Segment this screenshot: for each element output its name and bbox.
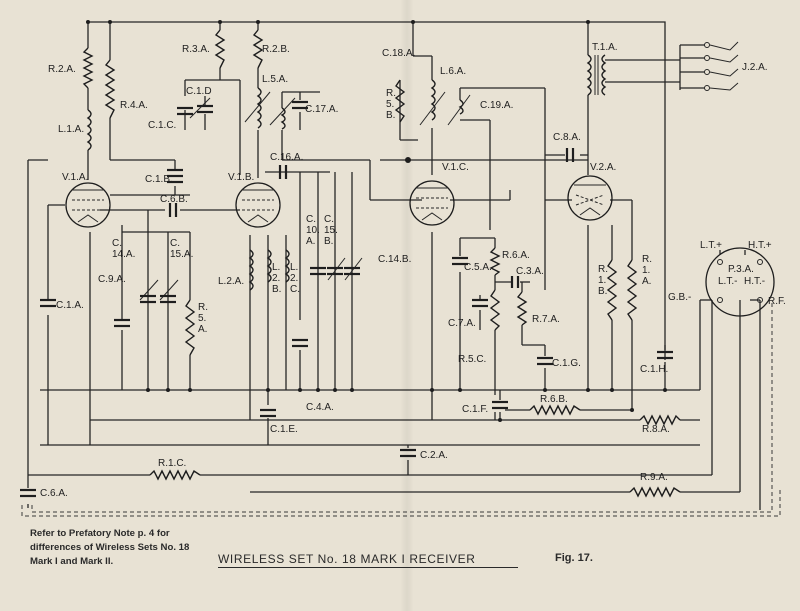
label-v2a: V.2.A. xyxy=(590,162,616,173)
note-line: Mark I and Mark II. xyxy=(30,556,114,567)
label-r6b: R.6.B. xyxy=(540,394,568,405)
label-c5a: C.5.A. xyxy=(464,262,492,273)
valve-v2a xyxy=(567,175,613,221)
label-gb-minus: G.B.- xyxy=(668,292,691,303)
label-r1a: R.1.A. xyxy=(642,254,652,287)
label-lt-minus: L.T.- xyxy=(718,276,737,287)
label-c2a: C.2.A. xyxy=(420,450,448,461)
label-c8a: C.8.A. xyxy=(553,132,581,143)
label-c1b: C.1.B. xyxy=(145,174,173,185)
page-fold xyxy=(400,0,414,611)
label-r4a: R.4.A. xyxy=(120,100,148,111)
note-line: Refer to Prefatory Note p. 4 for xyxy=(30,528,170,539)
label-c9a: C.9.A. xyxy=(98,274,126,285)
label-c4a: C.4.A. xyxy=(306,402,334,413)
label-l2a: L.2.A. xyxy=(218,276,244,287)
label-r6a: R.6.A. xyxy=(502,250,530,261)
label-r7a: R.7.A. xyxy=(532,314,560,325)
label-c1g: C.1.G. xyxy=(552,358,581,369)
label-l2b: L.2.B. xyxy=(272,262,281,295)
label-c15a: C.15.A. xyxy=(170,238,193,260)
valve-v1a xyxy=(65,182,111,228)
junctions xyxy=(86,20,667,422)
label-r9a: R.9.A. xyxy=(640,472,668,483)
label-v1a: V.1.A. xyxy=(62,172,88,183)
label-l1a: L.1.A. xyxy=(58,124,84,135)
label-c1f: C.1.F. xyxy=(462,404,488,415)
label-r2a: R.2.A. xyxy=(48,64,76,75)
label-c1d: C.1.D xyxy=(186,86,212,97)
label-p3a: P.3.A. xyxy=(728,264,754,275)
label-r5a: R.5.A. xyxy=(198,302,208,335)
diagram-title: WIRELESS SET No. 18 MARK I RECEIVER xyxy=(218,552,518,568)
note-line: differences of Wireless Sets No. 18 xyxy=(30,542,190,553)
label-j2a: J.2.A. xyxy=(742,62,768,73)
label-r3a: R.3.A. xyxy=(182,44,210,55)
capacitors xyxy=(20,97,673,498)
label-c1h: C.1.H. xyxy=(640,364,668,375)
component-labels: R.2.A. R.4.A. L.1.A. V.1.A. C.1.A. C.9.A… xyxy=(40,42,786,499)
label-ht-plus: H.T.+ xyxy=(748,240,772,251)
label-c1c: C.1.C. xyxy=(148,120,176,131)
label-c6b: C.6.B. xyxy=(160,194,188,205)
label-c14b: C.14.B. xyxy=(378,254,411,265)
prefatory-note: Refer to Prefatory Note p. 4 for differe… xyxy=(30,527,230,569)
label-l5a: L.5.A. xyxy=(262,74,288,85)
valve-v1b xyxy=(235,182,281,228)
label-r1b: R.1.B. xyxy=(598,264,608,297)
label-l6a: L.6.A. xyxy=(440,66,466,77)
label-r2b: R.2.B. xyxy=(262,44,290,55)
label-c19a: C.19.A. xyxy=(480,100,513,111)
label-c1e: C.1.E. xyxy=(270,424,298,435)
label-c1a: C.1.A. xyxy=(56,300,84,311)
label-c15b: C.15.B. xyxy=(324,214,338,247)
plug-p3a xyxy=(705,247,775,317)
label-r8a: R.8.A. xyxy=(642,424,670,435)
label-t1a: T.1.A. xyxy=(592,42,618,53)
label-v1b: V.1.B. xyxy=(228,172,254,183)
label-c17a: C.17.A. xyxy=(305,104,338,115)
resistors xyxy=(82,29,681,498)
label-c6a: C.6.A. xyxy=(40,488,68,499)
label-c10a: C.10.A. xyxy=(306,214,320,247)
inductors xyxy=(86,54,607,291)
label-r5c: R.5.C. xyxy=(458,354,486,365)
label-c3a: C.3.A. xyxy=(516,266,544,277)
label-c14a: C.14.A. xyxy=(112,238,135,260)
label-l2c: L.2.C. xyxy=(290,262,300,295)
label-rf: R.F. xyxy=(768,296,786,307)
label-c7a: C.7.A. xyxy=(448,318,476,329)
label-v1c: V.1.C. xyxy=(442,162,469,173)
figure-number: Fig. 17. xyxy=(555,552,593,564)
label-c18a: C.18.A. xyxy=(382,48,415,59)
label-ht-minus: H.T.- xyxy=(744,276,765,287)
label-lt-plus: L.T.+ xyxy=(700,240,722,251)
label-c16a: C.16.A. xyxy=(270,152,303,163)
valve-v1c xyxy=(409,180,455,226)
label-r5b: R.5.B. xyxy=(386,88,396,121)
label-r1c: R.1.C. xyxy=(158,458,186,469)
jack-j2a xyxy=(704,41,739,91)
